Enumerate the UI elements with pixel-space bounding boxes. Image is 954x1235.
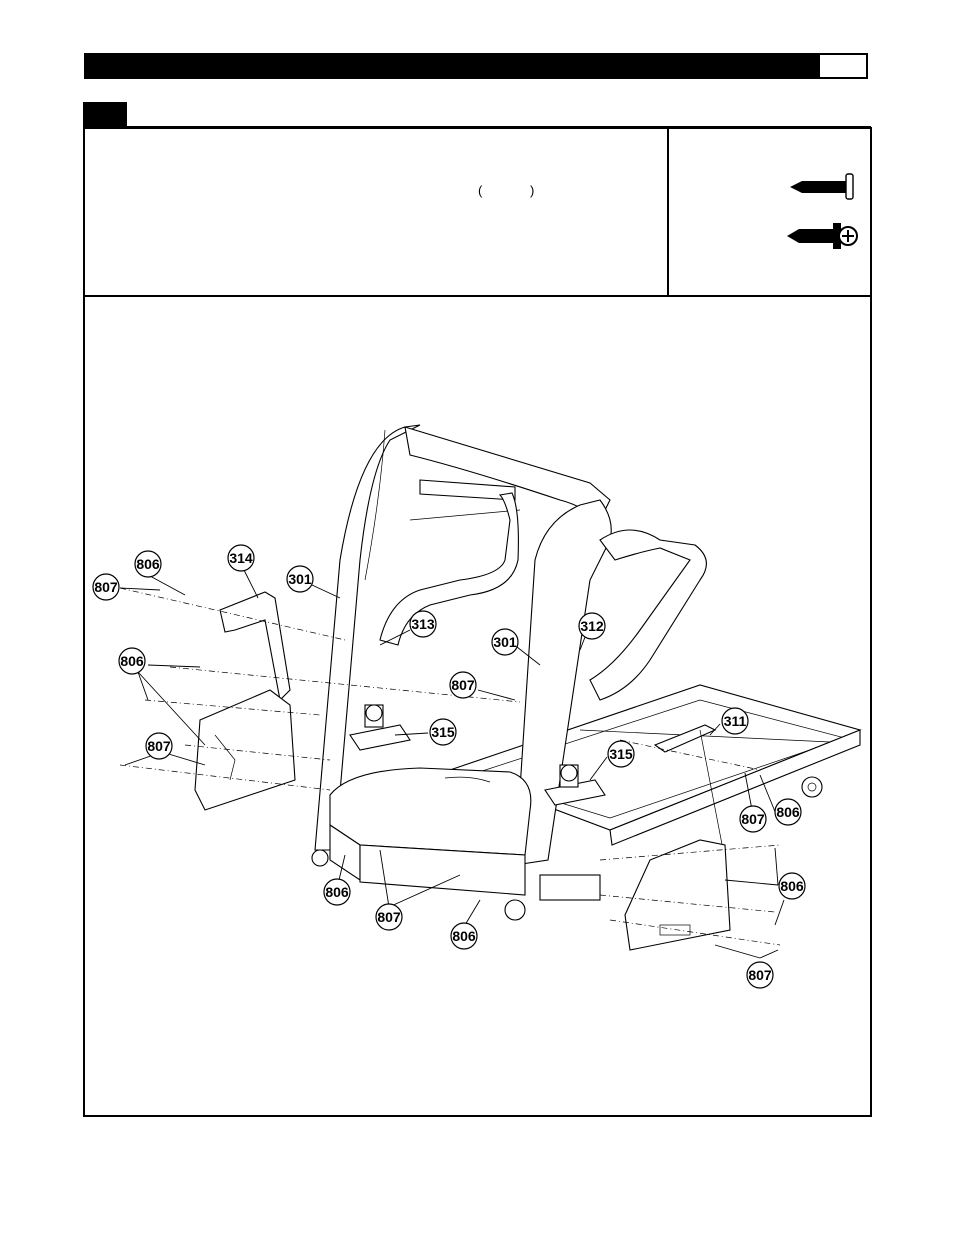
- cup-holder-right: [544, 764, 606, 806]
- callout-806-a: 806: [134, 550, 162, 578]
- svg-text:313: 313: [411, 616, 435, 632]
- frame-divider-horizontal: [85, 295, 870, 297]
- svg-text:807: 807: [748, 967, 772, 983]
- svg-text:301: 301: [288, 571, 312, 587]
- svg-text:806: 806: [452, 928, 476, 944]
- svg-text:314: 314: [229, 550, 253, 566]
- cover-left-lower: [194, 689, 296, 811]
- callout-807-f: 807: [746, 961, 774, 989]
- svg-text:807: 807: [377, 909, 401, 925]
- callout-301-a: 301: [286, 565, 314, 593]
- callout-807-c: 807: [145, 732, 173, 760]
- frame-divider-vertical: [667, 129, 669, 297]
- svg-text:315: 315: [609, 746, 633, 762]
- svg-text:315: 315: [431, 724, 455, 740]
- callout-806-b: 806: [118, 647, 146, 675]
- callout-807-d: 807: [739, 805, 767, 833]
- callout-807-e: 807: [375, 903, 403, 931]
- callout-807-b: 807: [449, 671, 477, 699]
- callout-315-a: 315: [429, 718, 457, 746]
- callout-806-f: 806: [450, 922, 478, 950]
- callout-806-d: 806: [778, 872, 806, 900]
- svg-text:807: 807: [94, 579, 118, 595]
- svg-text:807: 807: [451, 677, 475, 693]
- callout-807-a: 807: [92, 573, 120, 601]
- cup-holder-left: [349, 704, 411, 751]
- cover-right-lower: [624, 839, 731, 951]
- svg-text:806: 806: [120, 653, 144, 669]
- svg-text:807: 807: [741, 811, 765, 827]
- svg-text:806: 806: [776, 804, 800, 820]
- callout-806-c: 806: [774, 798, 802, 826]
- svg-text:807: 807: [147, 738, 171, 754]
- cover-314: [219, 591, 291, 702]
- leader-lines: [119, 569, 785, 959]
- instruction-text: ( ): [478, 183, 557, 198]
- upright-frame: [314, 424, 707, 866]
- callout-314: 314: [227, 544, 255, 572]
- callout-806-e: 806: [323, 878, 351, 906]
- callout-301-b: 301: [491, 628, 519, 656]
- callout-315-b: 315: [607, 740, 635, 768]
- svg-text:806: 806: [325, 884, 349, 900]
- instruction-frame: [83, 127, 872, 1117]
- step-number-tab: [83, 102, 127, 128]
- motor-hood: [311, 767, 601, 921]
- svg-text:312: 312: [580, 618, 604, 634]
- header-bar: [84, 53, 868, 79]
- svg-text:806: 806: [136, 556, 160, 572]
- svg-text:301: 301: [493, 634, 517, 650]
- callout-312: 312: [578, 612, 606, 640]
- svg-text:311: 311: [724, 713, 747, 729]
- svg-text:806: 806: [780, 878, 804, 894]
- alignment-lines: [119, 587, 781, 946]
- callout-311: 311: [721, 707, 749, 735]
- page-number-box: [820, 55, 866, 77]
- flat-head-screw-icon: [790, 173, 854, 200]
- self-tapping-screw-icon: [787, 223, 858, 249]
- callout-313: 313: [409, 610, 437, 638]
